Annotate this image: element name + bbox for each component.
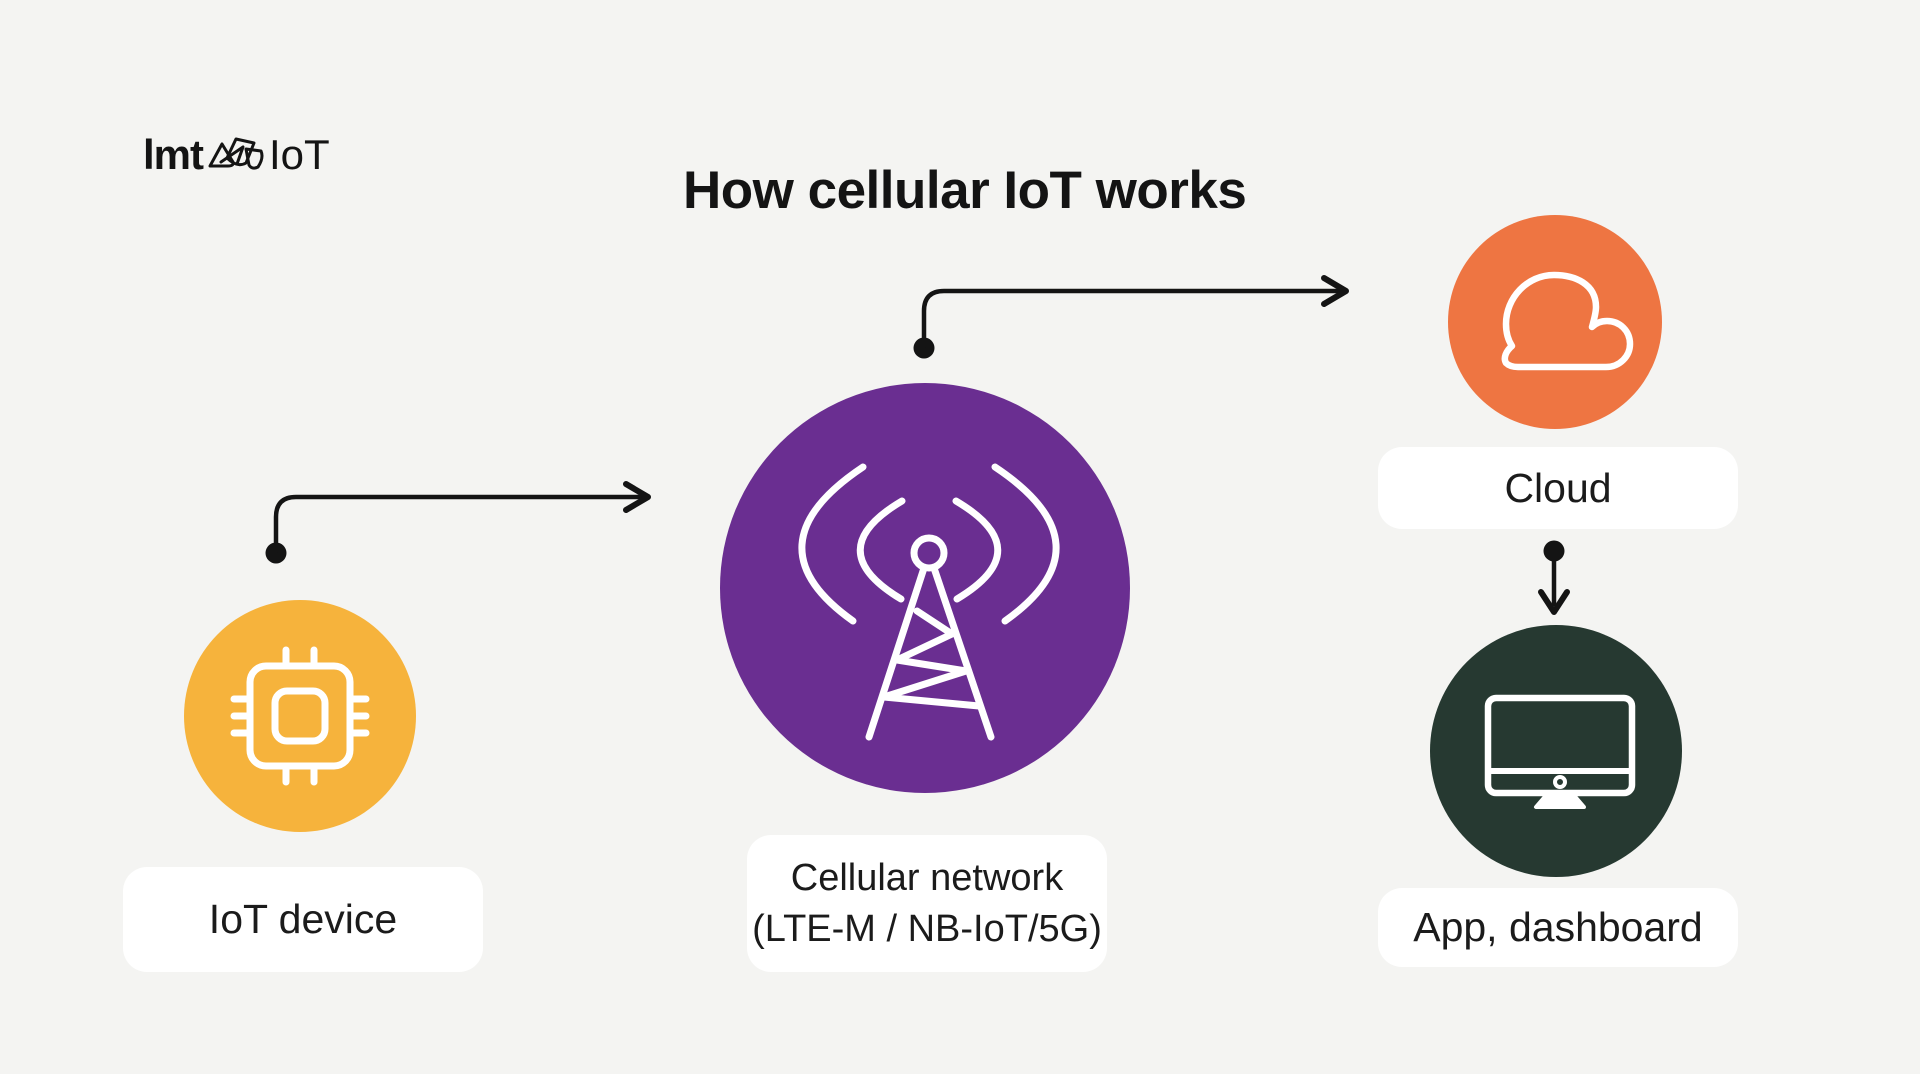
- node-cloud-label: Cloud: [1378, 447, 1738, 529]
- crumple-mark-icon: [208, 137, 264, 170]
- node-app-dashboard-label: App, dashboard: [1378, 888, 1738, 967]
- arrow-start-dot: [913, 337, 935, 359]
- arrow-start-dot: [265, 542, 287, 564]
- logo: lmt IoT: [143, 122, 330, 178]
- bottom-edge-strip: [0, 1074, 1920, 1080]
- logo-brand-text: lmt: [143, 131, 204, 178]
- arrow-cellular-to-cloud: [913, 275, 1349, 359]
- node-cellular-network-label: Cellular network (LTE-M / NB-IoT/5G): [747, 835, 1107, 972]
- node-iot-device-label: IoT device: [123, 867, 483, 972]
- monitor-icon: [1484, 694, 1636, 809]
- logo-product-text: IoT: [269, 131, 330, 178]
- node-label-line1: Cellular network: [790, 857, 1064, 900]
- node-app-dashboard-circle: [1430, 625, 1682, 877]
- node-cloud-circle: [1448, 215, 1662, 429]
- cloud-icon: [1501, 271, 1634, 371]
- node-cellular-network-circle: [720, 383, 1130, 793]
- arrow-iot-to-cellular: [265, 481, 651, 564]
- node-label-text: IoT device: [208, 896, 398, 942]
- cell-tower-icon: [798, 463, 1060, 741]
- node-label-line2: (LTE-M / NB-IoT/5G): [752, 907, 1102, 950]
- node-label-text: App, dashboard: [1413, 904, 1703, 950]
- arrow-start-dot: [1543, 540, 1565, 562]
- arrow-cloud-to-app: [1538, 540, 1570, 615]
- page-title: How cellular IoT works: [683, 161, 1247, 220]
- node-iot-device-circle: [184, 600, 416, 832]
- node-label-text: Cloud: [1504, 464, 1612, 511]
- chip-icon: [230, 646, 370, 786]
